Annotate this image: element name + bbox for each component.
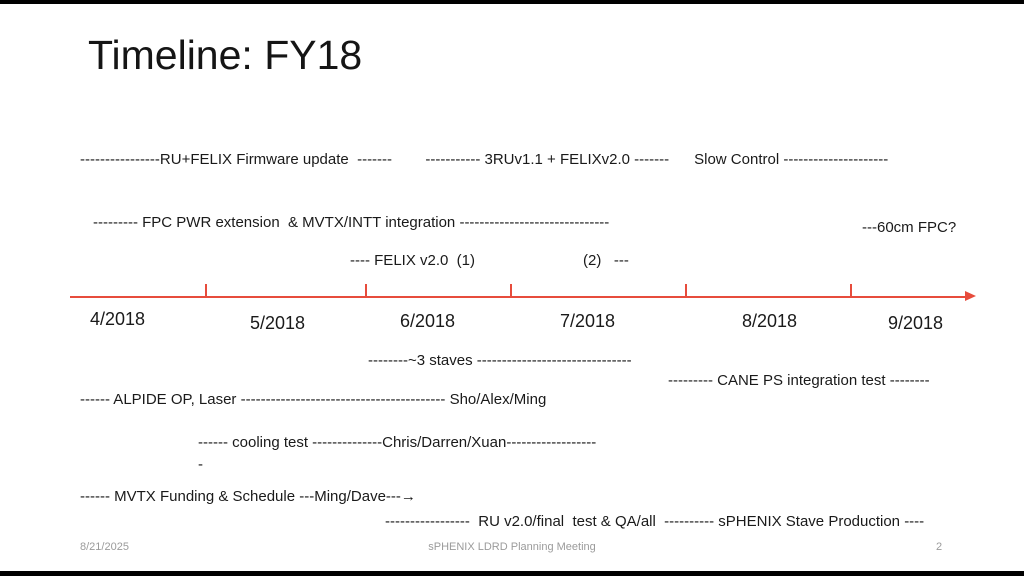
- timeline-month-label: 5/2018: [250, 313, 306, 333]
- timeline-month-label: 4/2018: [90, 309, 146, 329]
- annotation-mvtx-funding-schedule: ------ MVTX Funding & Schedule ---Ming/D…: [80, 488, 416, 505]
- slide-top-border: [0, 0, 1024, 4]
- slide-title: Timeline: FY18: [88, 32, 363, 78]
- timeline-tick: [685, 284, 687, 297]
- annotation-60cm-fpc: ---60cm FPC?: [862, 219, 957, 236]
- timeline-arrow-icon: [965, 291, 976, 301]
- annotation-cooling-test: ------ cooling test --------------Chris/…: [198, 434, 597, 451]
- annotation-fpc-pwr-mvtx-intt: --------- FPC PWR extension & MVTX/INTT …: [93, 214, 610, 231]
- slide-bottom-border: [0, 571, 1024, 576]
- timeline-month-label: 7/2018: [560, 311, 616, 331]
- annotation-felix-v2-1: ---- FELIX v2.0 (1): [350, 252, 476, 269]
- timeline-month-label: 8/2018: [742, 311, 798, 331]
- annotation-alpide-op-laser: ------ ALPIDE OP, Laser ----------------…: [80, 391, 547, 408]
- timeline-tick: [850, 284, 852, 297]
- footer-page-number: 2: [936, 541, 943, 553]
- annotation-stray-dash: -: [198, 456, 203, 473]
- annotation-cane-ps-integration: --------- CANE PS integration test -----…: [668, 372, 930, 389]
- annotation-3-staves: --------~3 staves ----------------------…: [368, 352, 632, 369]
- timeline-tick: [205, 284, 207, 297]
- timeline-month-label: 9/2018: [888, 313, 944, 333]
- timeline-axis: [70, 296, 967, 298]
- timeline-tick: [510, 284, 512, 297]
- annotation-felix-v2-2: (2) ---: [583, 252, 629, 269]
- footer-title: sPHENIX LDRD Planning Meeting: [428, 541, 596, 553]
- annotation-ru-felix-firmware: ----------------RU+FELIX Firmware update…: [80, 151, 889, 168]
- footer-date: 8/21/2025: [80, 541, 129, 553]
- annotation-ru-v2-final-test: ----------------- RU v2.0/final test & Q…: [385, 513, 925, 530]
- timeline-month-label: 6/2018: [400, 311, 456, 331]
- timeline-tick: [365, 284, 367, 297]
